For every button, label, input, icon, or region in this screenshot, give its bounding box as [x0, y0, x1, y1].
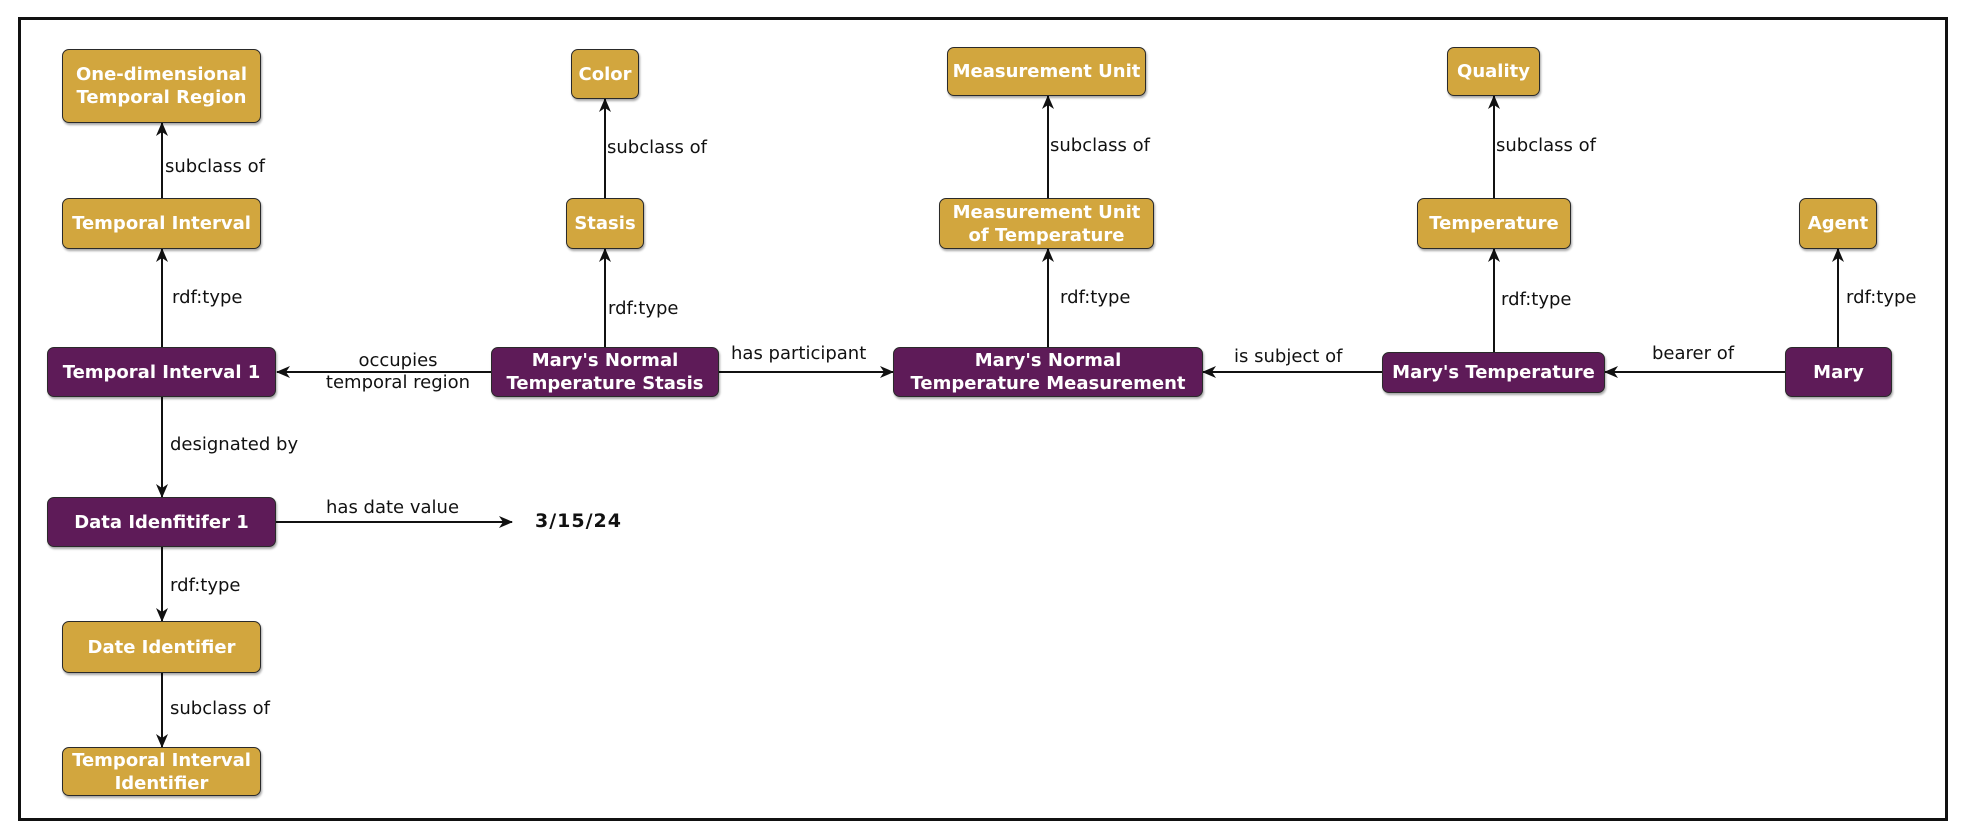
- label-occupies-temporal-region: occupies temporal region: [325, 350, 471, 393]
- label-rdf-type: rdf:type: [1060, 287, 1131, 308]
- node-mary[interactable]: Mary: [1785, 347, 1892, 397]
- label-rdf-type: rdf:type: [608, 298, 679, 319]
- label-subclass-of: subclass of: [165, 156, 265, 177]
- node-stasis[interactable]: Stasis: [566, 198, 644, 249]
- label-designated-by: designated by: [170, 434, 299, 455]
- node-color[interactable]: Color: [571, 49, 639, 99]
- node-temporal-interval-1[interactable]: Temporal Interval 1: [47, 347, 276, 397]
- label-has-date-value: has date value: [326, 497, 460, 518]
- label-subclass-of: subclass of: [1050, 135, 1150, 156]
- label-rdf-type: rdf:type: [1501, 289, 1572, 310]
- node-data-identifier-1[interactable]: Data Idenfitifer 1: [47, 497, 276, 547]
- label-is-subject-of: is subject of: [1234, 346, 1343, 367]
- label-rdf-type: rdf:type: [172, 287, 243, 308]
- label-subclass-of: subclass of: [607, 137, 707, 158]
- node-agent[interactable]: Agent: [1799, 198, 1877, 249]
- diagram-frame: [18, 17, 1948, 821]
- node-date-identifier[interactable]: Date Identifier: [62, 621, 261, 673]
- label-rdf-type: rdf:type: [1846, 287, 1917, 308]
- label-subclass-of: subclass of: [170, 698, 270, 719]
- node-quality[interactable]: Quality: [1447, 47, 1540, 96]
- node-marys-temperature[interactable]: Mary's Temperature: [1382, 352, 1605, 393]
- node-measurement-unit[interactable]: Measurement Unit: [947, 47, 1146, 96]
- label-subclass-of: subclass of: [1496, 135, 1596, 156]
- literal-date-value: 3/15/24: [535, 510, 622, 532]
- label-rdf-type: rdf:type: [170, 575, 241, 596]
- node-marys-normal-temperature-measurement[interactable]: Mary's Normal Temperature Measurement: [893, 347, 1203, 397]
- node-one-dimensional-temporal-region[interactable]: One-dimensional Temporal Region: [62, 49, 261, 123]
- node-temporal-interval[interactable]: Temporal Interval: [62, 198, 261, 249]
- node-measurement-unit-of-temperature[interactable]: Measurement Unit of Temperature: [939, 198, 1154, 249]
- node-marys-normal-temperature-stasis[interactable]: Mary's Normal Temperature Stasis: [491, 347, 719, 397]
- node-temporal-interval-identifier[interactable]: Temporal Interval Identifier: [62, 747, 261, 796]
- node-temperature[interactable]: Temperature: [1417, 198, 1571, 249]
- label-has-participant: has participant: [731, 343, 867, 364]
- label-bearer-of: bearer of: [1652, 343, 1735, 364]
